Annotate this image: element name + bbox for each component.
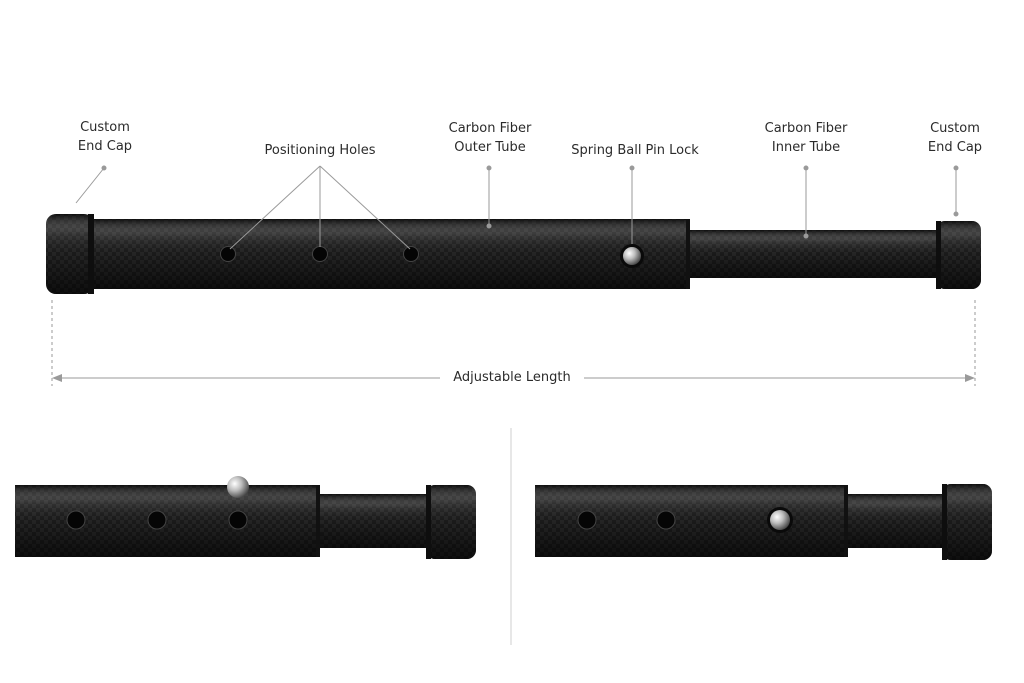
detail-view-locked <box>535 484 992 560</box>
positioning-hole <box>577 510 597 530</box>
label-end-cap-right: Custom End Cap <box>927 121 983 155</box>
spring-ball-pin <box>623 247 641 265</box>
main-assembly <box>46 214 981 294</box>
positioning-hole <box>403 246 419 262</box>
label-adjustable-length: Adjustable Length <box>440 368 584 387</box>
positioning-hole <box>228 510 248 530</box>
label-positioning-holes: Positioning Holes <box>264 143 376 158</box>
detail-view-extended <box>15 476 476 559</box>
positioning-hole <box>312 246 328 262</box>
label-spring-ball-pin: Spring Ball Pin Lock <box>571 143 699 158</box>
positioning-hole <box>147 510 167 530</box>
positioning-hole <box>66 510 86 530</box>
label-inner-tube: Carbon Fiber Inner Tube <box>764 121 848 155</box>
leader-lines <box>75 165 959 250</box>
positioning-hole <box>220 246 236 262</box>
spring-ball-pin <box>770 510 790 530</box>
spring-ball-pin <box>227 476 249 498</box>
positioning-hole <box>656 510 676 530</box>
label-outer-tube: Carbon Fiber Outer Tube <box>448 121 532 155</box>
label-end-cap-left: Custom End Cap <box>77 120 133 154</box>
